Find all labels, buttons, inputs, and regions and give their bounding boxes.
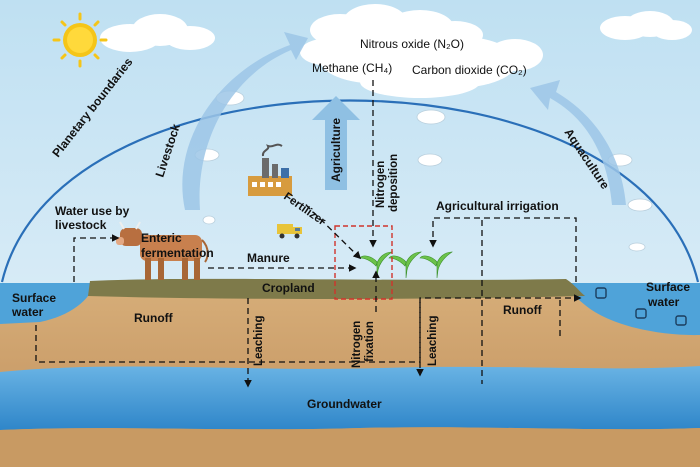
- truck-icon: [277, 224, 302, 239]
- nitrogen-fixation-label-1: Nitrogen: [351, 321, 363, 368]
- runoff-left-label: Runoff: [134, 311, 174, 325]
- manure-label: Manure: [247, 251, 290, 265]
- factory-icon: [248, 143, 292, 196]
- water-use-arrow: [73, 234, 120, 282]
- aquaculture-emission-arrow: [530, 80, 626, 205]
- plant-icon: [359, 251, 453, 279]
- agriculture-emission-arrow: [312, 96, 360, 190]
- methane-label: Methane (CH₄): [312, 61, 392, 75]
- agricultural-irrigation-label: Agricultural irrigation: [436, 199, 559, 213]
- runoff-right-label: Runoff: [503, 303, 543, 317]
- groundwater-label: Groundwater: [307, 397, 382, 411]
- water-use-label-1: Water use by: [55, 204, 130, 218]
- leaching-right-label: Leaching: [427, 316, 439, 366]
- groundwater-layer: [0, 366, 700, 430]
- planetary-boundary-dome: [0, 99, 700, 283]
- enteric-label-1: Enteric: [141, 231, 182, 245]
- cloud-cluster-top: [100, 4, 692, 98]
- carbon-dioxide-label: Carbon dioxide (CO₂): [412, 63, 527, 77]
- nitrogen-deposition-label-2: deposition: [388, 154, 400, 212]
- nitrous-oxide-label: Nitrous oxide (N₂O): [360, 37, 464, 51]
- surface-water-left-label-2: water: [11, 305, 44, 319]
- water-use-label-2: livestock: [55, 218, 107, 232]
- cow-icon: [116, 221, 209, 280]
- cropland-label: Cropland: [262, 281, 315, 295]
- fish-icon: [595, 287, 687, 326]
- enteric-label-2: fermentation: [141, 246, 214, 260]
- agriculture-label: Agriculture: [329, 118, 343, 182]
- fertilizer-arrow: [305, 204, 362, 260]
- nitrogen-highlight-box: [334, 225, 393, 300]
- livestock-emission-arrow: [182, 32, 308, 210]
- irrigation-arrow: [429, 217, 577, 282]
- leaching-left-label: Leaching: [253, 316, 265, 366]
- sun-icon: [52, 12, 108, 68]
- flow-arrows: [35, 80, 582, 388]
- nitrogen-deposition-label-1: Nitrogen: [375, 161, 387, 208]
- nitrogen-fixation-label-2: fixation: [364, 321, 376, 362]
- surface-water-left: [0, 283, 95, 324]
- surface-water-right: [565, 283, 700, 336]
- surface-water-right-label-2: water: [647, 295, 680, 309]
- deep-soil-layer: [0, 427, 700, 467]
- surface-water-right-label-1: Surface: [646, 280, 690, 294]
- surface-water-left-label-1: Surface: [12, 291, 56, 305]
- cropland-strip: [88, 278, 585, 299]
